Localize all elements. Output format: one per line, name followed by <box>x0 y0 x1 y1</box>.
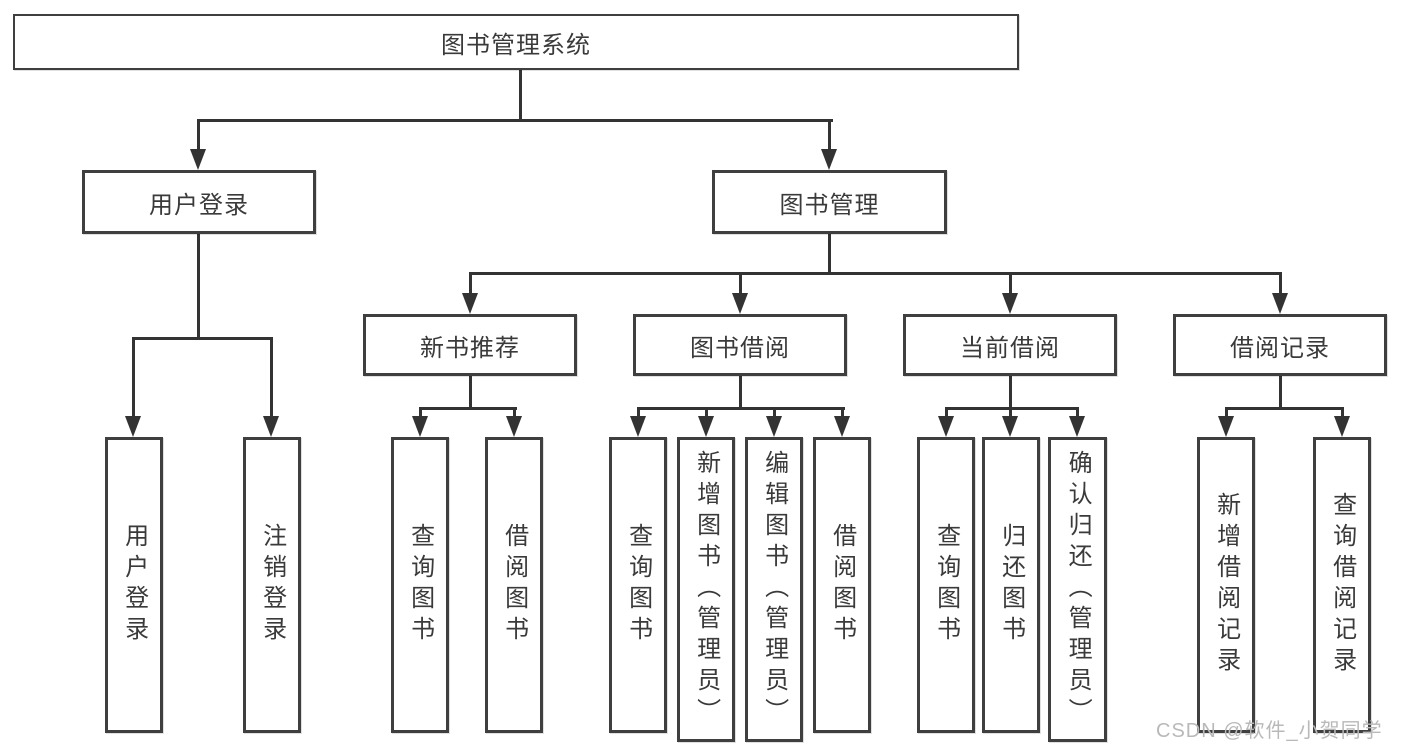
arrowhead-down-icon <box>766 416 782 437</box>
leaf-borrow-books-borrowing: 借阅图书 <box>813 437 871 733</box>
arrowhead-down-icon <box>1002 416 1018 437</box>
connector-segment <box>513 407 516 419</box>
node-label: 新增借阅记录 <box>1212 492 1240 678</box>
arrowhead-down-icon <box>506 416 522 437</box>
connector-segment <box>841 407 844 419</box>
connector-segment <box>637 407 640 419</box>
connector-segment <box>1009 376 1012 410</box>
node-label: 查询借阅记录 <box>1328 492 1356 678</box>
leaf-confirm-return-admin: 确认归还（管理员） <box>1048 437 1107 742</box>
connector-segment <box>132 337 273 340</box>
connector-segment <box>828 234 831 275</box>
connector-segment <box>1009 272 1012 296</box>
leaf-add-books-admin: 新增图书（管理员） <box>677 437 735 742</box>
connector-segment <box>1009 407 1012 419</box>
leaf-user-login: 用户登录 <box>105 437 163 733</box>
node-book-borrowing: 图书借阅 <box>633 314 847 376</box>
node-book-management: 图书管理 <box>712 170 947 234</box>
connector-segment <box>739 376 742 410</box>
node-label: 查询图书 <box>932 523 960 647</box>
node-label: 新增图书（管理员） <box>692 450 720 729</box>
arrowhead-down-icon <box>821 149 837 170</box>
arrowhead-down-icon <box>834 416 850 437</box>
arrowhead-down-icon <box>630 416 646 437</box>
node-label: 确认归还（管理员） <box>1064 450 1092 729</box>
connector-segment <box>1225 407 1344 410</box>
node-current-borrowing: 当前借阅 <box>903 314 1117 376</box>
node-label: 用户登录 <box>120 523 148 647</box>
connector-segment <box>419 407 422 419</box>
connector-segment <box>1341 407 1344 419</box>
arrowhead-down-icon <box>938 416 954 437</box>
connector-segment <box>419 407 517 410</box>
arrowhead-down-icon <box>263 416 279 437</box>
node-borrowing-records: 借阅记录 <box>1173 314 1387 376</box>
connector-segment <box>945 407 948 419</box>
node-label: 用户登录 <box>149 191 249 219</box>
leaf-query-borrow-record: 查询借阅记录 <box>1313 437 1371 733</box>
arrowhead-down-icon <box>462 293 478 314</box>
arrowhead-down-icon <box>698 416 714 437</box>
node-label: 归还图书 <box>997 523 1025 647</box>
leaf-edit-books-admin: 编辑图书（管理员） <box>745 437 803 742</box>
connector-segment <box>197 119 833 122</box>
csdn-watermark: CSDN @软件_小贺同学 <box>1156 720 1383 742</box>
connector-segment <box>739 272 742 296</box>
arrowhead-down-icon <box>732 293 748 314</box>
node-label: 图书管理 <box>779 191 880 219</box>
connector-segment <box>270 337 273 418</box>
arrowhead-down-icon <box>1218 416 1234 437</box>
node-user-login: 用户登录 <box>82 170 316 234</box>
node-label: 借阅记录 <box>1230 334 1330 362</box>
leaf-query-books-recommend: 查询图书 <box>391 437 449 733</box>
leaf-query-books-borrowing: 查询图书 <box>609 437 667 733</box>
connector-segment <box>828 119 831 152</box>
connector-segment <box>773 407 776 419</box>
connector-segment <box>945 407 1079 410</box>
leaf-borrow-books-recommend: 借阅图书 <box>485 437 543 733</box>
leaf-add-borrow-record: 新增借阅记录 <box>1197 437 1255 733</box>
arrowhead-down-icon <box>412 416 428 437</box>
connector-segment <box>469 272 472 296</box>
node-label: 编辑图书（管理员） <box>760 450 788 729</box>
connector-segment <box>197 234 200 340</box>
leaf-query-books-current: 查询图书 <box>917 437 975 733</box>
leaf-return-books: 归还图书 <box>982 437 1040 733</box>
node-label: 注销登录 <box>258 523 286 647</box>
node-book-management-system: 图书管理系统 <box>13 14 1019 70</box>
node-label: 查询图书 <box>624 523 652 647</box>
node-label: 新书推荐 <box>420 334 520 362</box>
node-label: 借阅图书 <box>500 523 528 647</box>
node-label: 查询图书 <box>406 523 434 647</box>
arrowhead-down-icon <box>1334 416 1350 437</box>
connector-segment <box>197 119 200 152</box>
connector-segment <box>1279 376 1282 410</box>
connector-segment <box>469 376 472 410</box>
node-label: 当前借阅 <box>960 334 1060 362</box>
node-label: 借阅图书 <box>828 523 856 647</box>
arrowhead-down-icon <box>1002 293 1018 314</box>
arrowhead-down-icon <box>1069 416 1085 437</box>
connector-segment <box>132 337 135 418</box>
arrowhead-down-icon <box>190 149 206 170</box>
node-label: 图书管理系统 <box>441 31 591 59</box>
node-label: 图书借阅 <box>690 334 790 362</box>
connector-segment <box>1225 407 1228 419</box>
arrowhead-down-icon <box>1272 293 1288 314</box>
connector-segment <box>637 407 845 410</box>
connector-segment <box>469 272 1282 275</box>
arrowhead-down-icon <box>125 416 141 437</box>
node-new-book-recommendation: 新书推荐 <box>363 314 577 376</box>
connector-segment <box>519 70 522 121</box>
connector-segment <box>705 407 708 419</box>
leaf-logout: 注销登录 <box>243 437 301 733</box>
connector-segment <box>1076 407 1079 419</box>
connector-segment <box>1279 272 1282 296</box>
